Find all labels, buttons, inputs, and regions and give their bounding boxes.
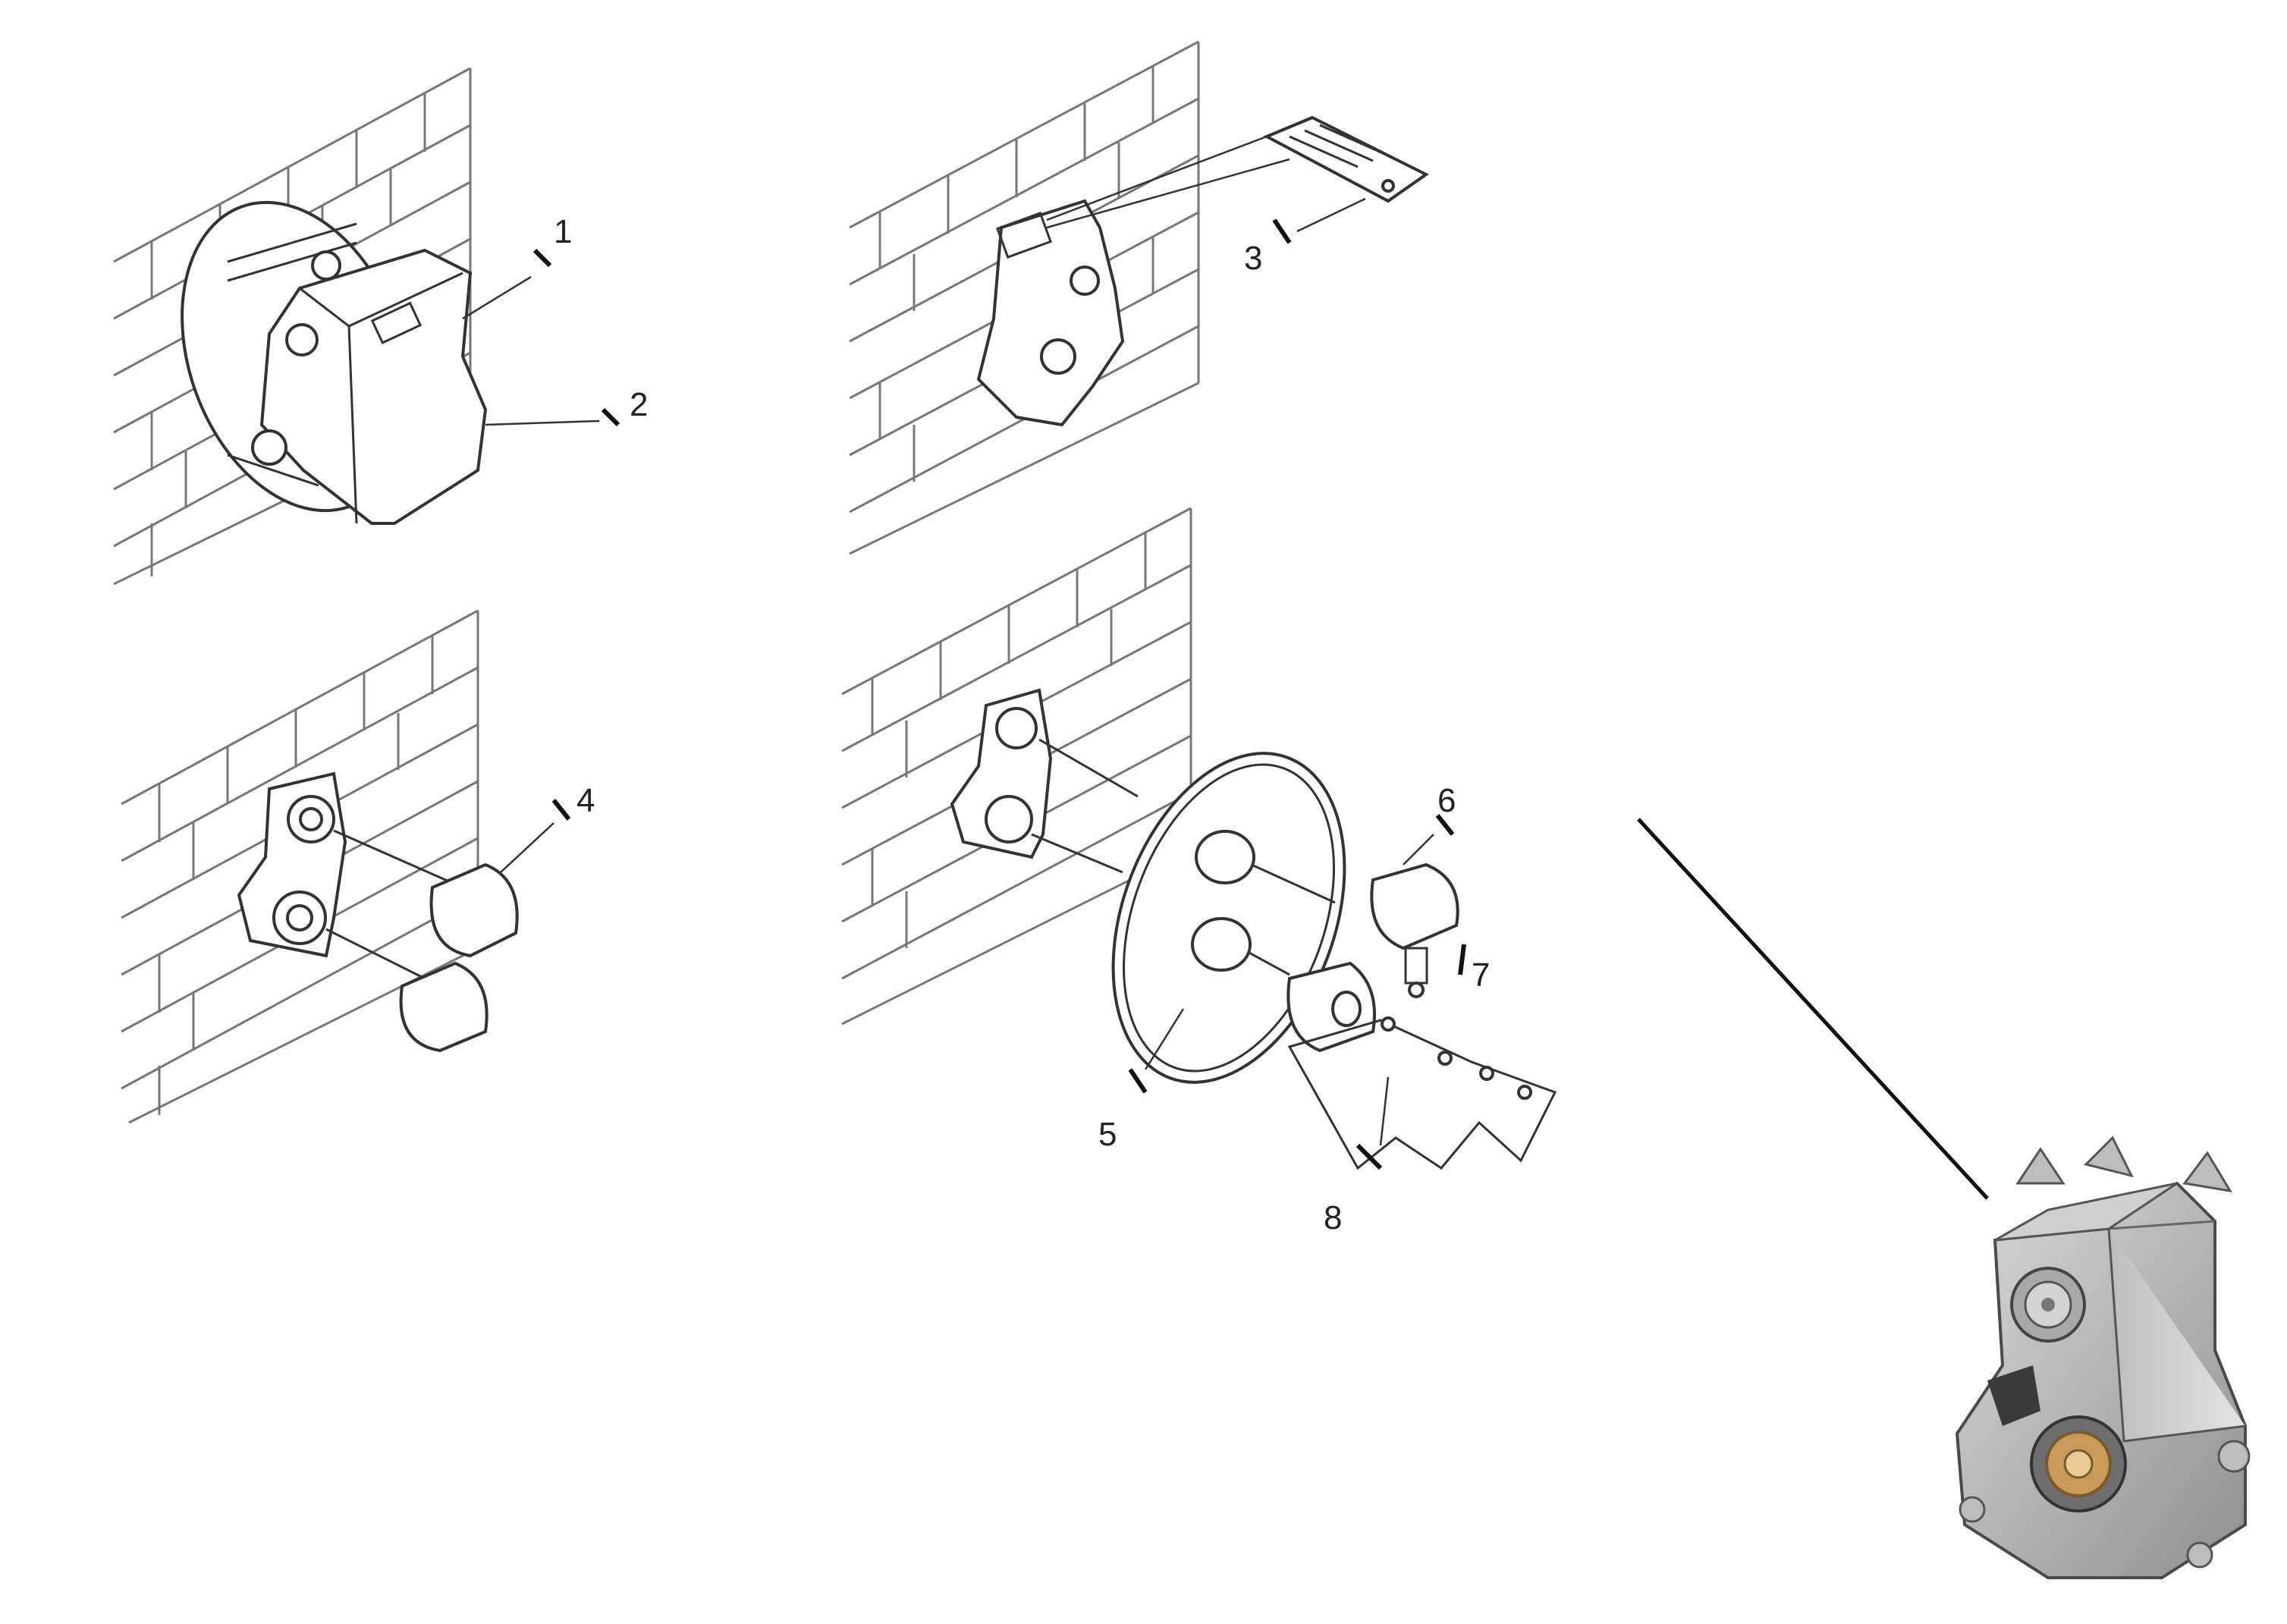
- cover-plate: [1111, 752, 1346, 1084]
- callout-1: 1: [554, 213, 572, 250]
- callout-7: 7: [1472, 956, 1490, 994]
- plaster-guard: [976, 199, 1125, 427]
- callout-5: 5: [1098, 1116, 1117, 1153]
- product-photo-mixer-box: [1955, 1136, 2251, 1579]
- step-4-trim-assembly: [841, 507, 1557, 1170]
- set-screw-7: [1404, 947, 1428, 985]
- mixer-box-housing: [259, 248, 488, 525]
- guard-label-tag: [1263, 115, 1429, 203]
- valve-cap-upper: [429, 862, 519, 958]
- valve-cap-lower: [399, 961, 489, 1053]
- callout-2: 2: [630, 386, 648, 423]
- callout-4: 4: [576, 782, 595, 819]
- step-3-valve-bodies: [121, 609, 571, 1124]
- callout-8: 8: [1324, 1199, 1342, 1236]
- callout-3: 3: [1244, 240, 1262, 277]
- callout-6: 6: [1437, 782, 1456, 819]
- screw-set-8: [1287, 1019, 1557, 1170]
- step-2-plaster-guard: [849, 40, 1429, 555]
- inset-leader-line: [1637, 818, 1989, 1200]
- step-1-install-box: [113, 67, 620, 586]
- temperature-handle: [1370, 862, 1459, 950]
